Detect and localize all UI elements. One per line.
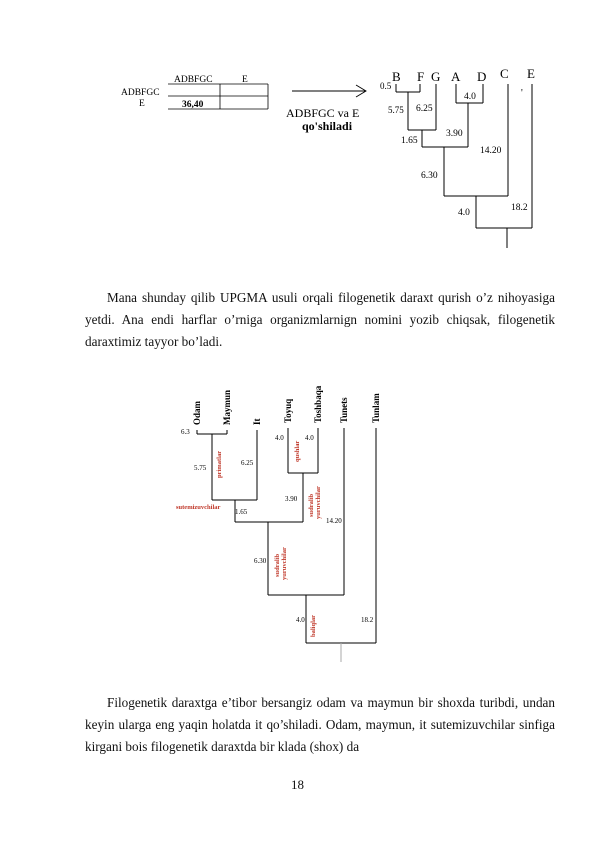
leaf-label: D xyxy=(477,69,486,84)
matrix-value: 36,40 xyxy=(182,100,204,110)
clade-label-yuruvchilar-2: yuruvchilar xyxy=(281,547,288,580)
branch-label: 4.0 xyxy=(305,434,314,442)
branch-label: 14.20 xyxy=(480,146,502,156)
branch-label: 4.0 xyxy=(275,434,284,442)
branch-label: 1.65 xyxy=(401,136,418,146)
leaf-label: F xyxy=(417,69,424,84)
paragraph-2: Filogenetik daraxtga e’tibor bersangiz o… xyxy=(85,692,555,758)
page-number: 18 xyxy=(291,777,304,792)
leaf-label: G xyxy=(431,69,440,84)
leaf-label-odam: Odam xyxy=(192,400,202,425)
tree-2 xyxy=(196,428,377,662)
tree-2-branch-labels: 6.3 5.75 6.25 4.0 4.0 3.90 1.65 14.20 6.… xyxy=(181,428,374,624)
clade-label-baliqlar: baliqlar xyxy=(310,615,317,637)
clade-label-primatlar: primatlar xyxy=(216,451,223,478)
matrix-col-header: ADBFGC xyxy=(174,75,213,85)
leaf-label: E xyxy=(527,66,535,81)
leaf-label: B xyxy=(392,69,401,84)
branch-label: 6.25 xyxy=(241,459,254,467)
branch-label: 14.20 xyxy=(326,517,342,525)
tree-1-leaf-labels: B F G A D C E xyxy=(392,66,535,84)
branch-label: 6.3 xyxy=(181,428,190,436)
branch-label: 0.5 xyxy=(380,81,392,91)
branch-label: 4.0 xyxy=(296,616,305,624)
leaf-label-maymun: Maymun xyxy=(222,390,232,425)
leaf-label-it: It xyxy=(252,418,262,425)
branch-label: 3.90 xyxy=(446,129,463,139)
leaf-label-tunlam: Tunlam xyxy=(371,393,381,423)
arrow-caption-line-1: ADBFGC va E xyxy=(286,106,359,120)
tree-2-clade-labels: primatlar qushlar sudralib yuruvchilar s… xyxy=(176,441,322,637)
branch-label: 18.2 xyxy=(511,203,528,213)
leaf-label-toshbaqa: Toshbaqa xyxy=(313,385,323,423)
arrow-caption-line-2: qo'shiladi xyxy=(302,119,353,133)
paragraph-2-text: Filogenetik daraxtga e’tibor bersangiz o… xyxy=(85,695,555,754)
branch-label: 18.2 xyxy=(361,616,374,624)
tree-1 xyxy=(395,84,533,248)
tree-1-branch-labels: 0.5 5.75 6.25 4.0 3.90 1.65 14.20 6.30 1… xyxy=(380,81,528,218)
paragraph-1: Mana shunday qilib UPGMA usuli orqali fi… xyxy=(85,287,555,353)
clade-label-sudralib-2: sudralib xyxy=(274,553,281,577)
distance-matrix: ADBFGC E ADBFGC E 36,40 xyxy=(121,75,269,110)
tick-mark: ' xyxy=(521,88,523,99)
figure-2: Odam Maymun It Toyuq Toshbaqa Tunets Tun… xyxy=(176,385,381,662)
leaf-label-toyuq: Toyuq xyxy=(283,399,293,423)
clade-label-yuruvchilar-1: yuruvchilar xyxy=(315,486,322,519)
arrow xyxy=(292,84,367,98)
leaf-label: C xyxy=(500,66,509,81)
clade-label-sutemizuvchilar: sutemizuvchilar xyxy=(176,504,221,511)
branch-label: 1.65 xyxy=(235,508,248,516)
matrix-row-header: ADBFGC xyxy=(121,88,160,98)
branch-label: 6.30 xyxy=(254,557,267,565)
branch-label: 3.90 xyxy=(285,495,298,503)
matrix-col-header: E xyxy=(242,75,248,85)
branch-label: 5.75 xyxy=(388,105,404,115)
tree-2-leaf-labels: Odam Maymun It Toyuq Toshbaqa Tunets Tun… xyxy=(192,385,381,425)
branch-label: 4.0 xyxy=(458,208,470,218)
branch-label: 4.0 xyxy=(464,92,476,102)
clade-label-qushlar: qushlar xyxy=(294,441,301,462)
leaf-label-tunets: Tunets xyxy=(339,397,349,423)
branch-label: 6.25 xyxy=(416,104,433,114)
branch-label: 5.75 xyxy=(194,464,207,472)
branch-label: 6.30 xyxy=(421,171,438,181)
matrix-row-header: E xyxy=(139,99,145,109)
leaf-label: A xyxy=(451,69,461,84)
figure-1: ADBFGC E ADBFGC E 36,40 ADBFGC va E qo's… xyxy=(121,66,535,248)
clade-label-sudralib-1: sudralib xyxy=(308,493,315,517)
paragraph-1-text: Mana shunday qilib UPGMA usuli orqali fi… xyxy=(85,290,555,349)
